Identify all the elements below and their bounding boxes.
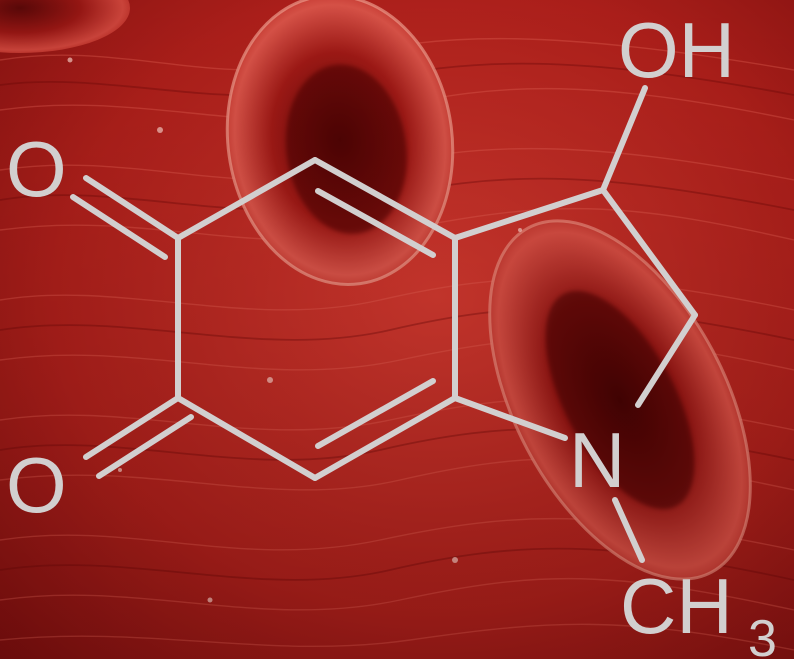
bond-ring-2 [312,157,458,241]
atom-nitrogen: N [569,416,625,504]
bond-five-1 [452,187,606,241]
bond-ring-4-double [315,378,436,449]
bond-ring-1 [175,157,318,241]
bond-carbonyl-bottom-a [83,395,181,460]
bond-carbonyl-top-b [70,194,168,260]
bond-methyl [612,497,645,563]
atom-oxygen-bottom: O [6,441,67,529]
atom-methyl-subscript: 3 [748,610,777,659]
bond-ring-2-double [315,188,436,258]
bond-ring-4 [312,395,458,481]
atom-methyl: CH [620,562,733,650]
bond-carbonyl-top-a [83,175,181,241]
bond-ring-5 [175,395,318,481]
atom-oxygen-top: O [6,125,67,213]
molecule-bonds [70,85,698,563]
bond-carbonyl-bottom-b [96,414,194,479]
bond-hydroxyl [600,85,648,193]
atom-hydroxyl: OH [618,6,735,94]
bond-five-2 [600,187,698,318]
bond-five-3 [635,312,698,408]
bond-five-4 [452,395,568,441]
molecule-atoms: O O OH N CH 3 [6,6,777,659]
